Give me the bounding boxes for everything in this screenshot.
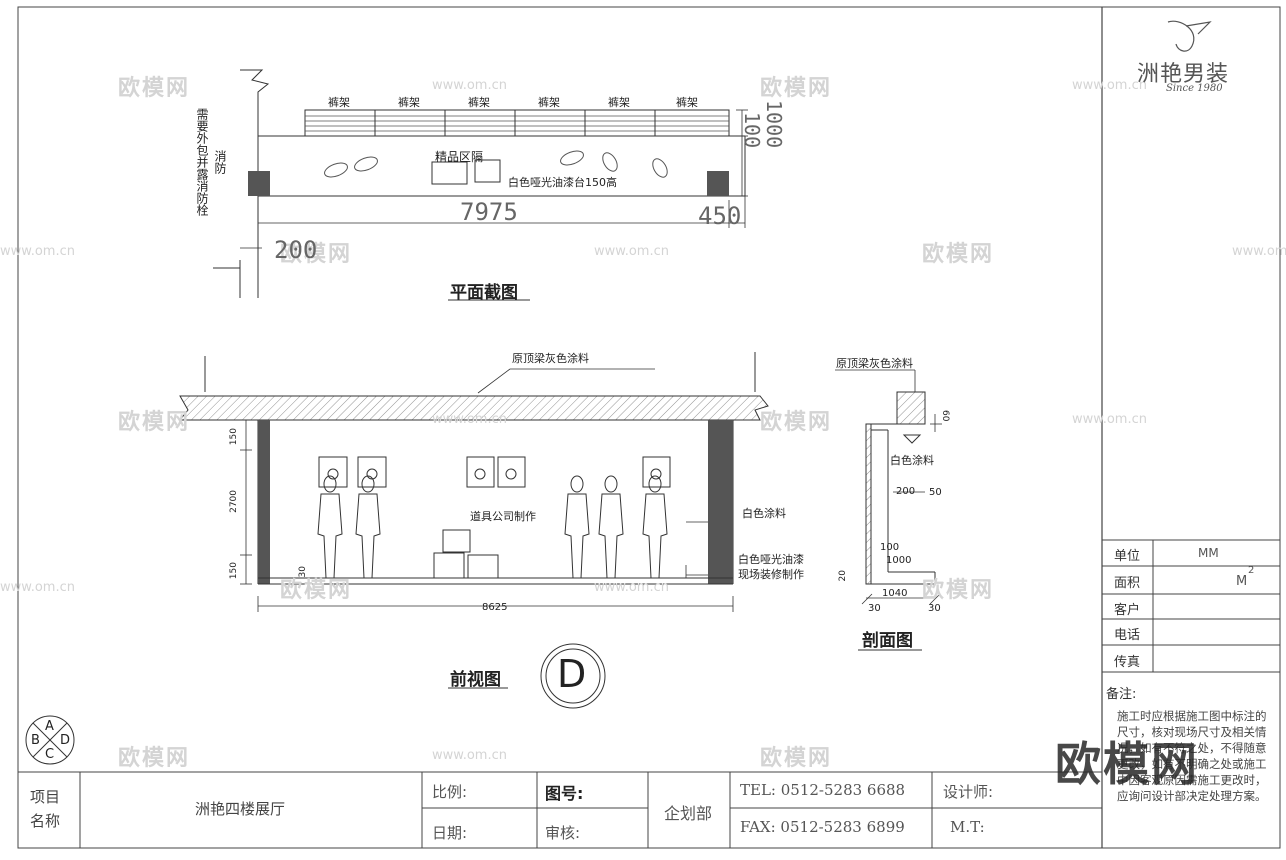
middle-label: 精品区隔 — [435, 150, 484, 164]
watermark-brand: 欧模网 — [760, 76, 833, 101]
brand-name: 洲艳男装 — [1137, 62, 1230, 87]
watermark-brand: 欧模网 — [922, 242, 995, 267]
watermark-big: 欧模网 — [1055, 737, 1199, 791]
review-label: 审核: — [545, 824, 581, 842]
watermark-url: www.om.cn — [1072, 412, 1147, 427]
brand-since: Since 1980 — [1166, 83, 1223, 94]
fax: FAX: 0512-5283 6899 — [740, 818, 905, 836]
dim-60: 60 — [940, 410, 950, 422]
watermark-brand: 欧模网 — [922, 578, 995, 603]
brand-logo-mark — [1167, 20, 1212, 52]
watermark-url: www.om.cn — [594, 580, 669, 595]
watermark-url: www.om.cn — [1232, 244, 1286, 259]
watermark-brand: 欧模网 — [280, 578, 353, 603]
designer-label: 设计师: — [943, 783, 994, 801]
fax-label: 传真 — [1114, 655, 1141, 670]
plan-view — [213, 69, 748, 301]
watermark-url: www.om.cn — [594, 244, 669, 259]
fire-label: 消防 — [213, 150, 227, 174]
watermark-url: www.om.cn — [432, 78, 507, 93]
tel: TEL: 0512-5283 6688 — [740, 781, 906, 799]
dim-2700: 2700 — [229, 490, 239, 513]
watermark-url: www.om.cn — [432, 412, 507, 427]
client-label: 客户 — [1114, 603, 1141, 618]
dim-150-top: 150 — [229, 428, 239, 446]
date-label: 日期: — [432, 824, 468, 842]
compass-a: A — [45, 719, 54, 734]
compass-b: B — [31, 733, 40, 748]
watermark-brand: 欧模网 — [118, 410, 191, 435]
dim-200: 200 — [274, 236, 318, 264]
dim-7975: 7975 — [460, 198, 518, 226]
department: 企划部 — [664, 804, 713, 823]
watermark-url: www.om.cn — [0, 580, 75, 595]
area-sup: 2 — [1248, 565, 1255, 576]
mt-label: M.T: — [950, 818, 985, 836]
watermark-brand: 欧模网 — [760, 410, 833, 435]
dim-20: 20 — [838, 570, 848, 582]
project-label: 项目 — [30, 788, 61, 806]
section-view — [835, 369, 942, 651]
dim-30: 30 — [298, 566, 308, 578]
watermark-url: www.om.cn — [0, 244, 75, 259]
drawing-no-label: 图号: — [545, 784, 584, 803]
front-view — [178, 352, 769, 709]
sheet-border — [17, 6, 1281, 849]
dim-30b: 30 — [928, 603, 941, 614]
plan-title: 平面截图 — [450, 283, 518, 303]
dim-width: 8625 — [482, 602, 508, 613]
watermark-url: www.om.cn — [432, 748, 507, 763]
section-ceiling-label: 原顶梁灰色涂料 — [836, 357, 913, 370]
dim-1000: 1000 — [762, 100, 786, 149]
sidebar-grid — [1102, 539, 1280, 673]
view-letter: D — [557, 652, 587, 696]
dim-450: 450 — [698, 202, 742, 230]
shelf-label: 裤架 — [468, 96, 490, 109]
watermark-brand: 欧模网 — [280, 242, 353, 267]
front-ceiling-label: 原顶梁灰色涂料 — [512, 352, 589, 365]
shelf-label: 裤架 — [398, 96, 420, 109]
title-block-grid — [18, 771, 1102, 848]
prop-label: 道具公司制作 — [470, 510, 536, 523]
dim-30a: 30 — [868, 603, 881, 614]
phone-label: 电话 — [1114, 628, 1141, 643]
scale-label: 比例: — [432, 783, 468, 801]
section-paint-label: 白色涂料 — [890, 454, 934, 467]
watermark-brand: 欧模网 — [760, 746, 833, 771]
fire-note: 需要外包并露消防栓 — [195, 108, 209, 216]
dim-1040: 1040 — [882, 588, 908, 599]
dim-100: 100 — [740, 112, 764, 149]
sub-label: 白色哑光油漆台150高 — [508, 176, 617, 189]
project-name: 洲艳四楼展厅 — [195, 800, 286, 818]
base-label-2: 现场装修制作 — [738, 568, 804, 581]
watermark-brand: 欧模网 — [118, 76, 191, 101]
shelf-label: 裤架 — [538, 96, 560, 109]
compass-c: C — [45, 747, 55, 762]
notes-text: 施工时应根据施工图中标注的尺寸，核对现场尺寸及相关情况，如有不符之处，不得随意更… — [1117, 709, 1267, 803]
dim-1000: 1000 — [886, 555, 912, 566]
dim-50: 50 — [929, 487, 942, 498]
watermark-brand: 欧模网 — [118, 746, 191, 771]
area-value: M — [1236, 574, 1248, 589]
front-title: 前视图 — [450, 670, 501, 690]
unit-value: MM — [1198, 546, 1219, 560]
wall-label: 白色涂料 — [742, 507, 786, 520]
shelf-label: 裤架 — [328, 96, 350, 109]
watermark-url: www.om.cn — [1072, 78, 1147, 93]
notes-label: 备注: — [1106, 687, 1137, 702]
project-label: 名称 — [30, 812, 61, 830]
dim-150-bottom: 150 — [229, 562, 239, 580]
shelf-label: 裤架 — [608, 96, 630, 109]
base-label-1: 白色哑光油漆 — [738, 553, 804, 566]
section-title: 剖面图 — [862, 631, 913, 651]
compass — [25, 715, 75, 765]
dim-100: 100 — [880, 542, 900, 553]
shelf-label: 裤架 — [676, 96, 698, 109]
dim-200: 200 — [896, 486, 916, 497]
area-label: 面积 — [1114, 576, 1141, 591]
unit-label: 单位 — [1114, 549, 1141, 564]
compass-d: D — [60, 733, 71, 748]
